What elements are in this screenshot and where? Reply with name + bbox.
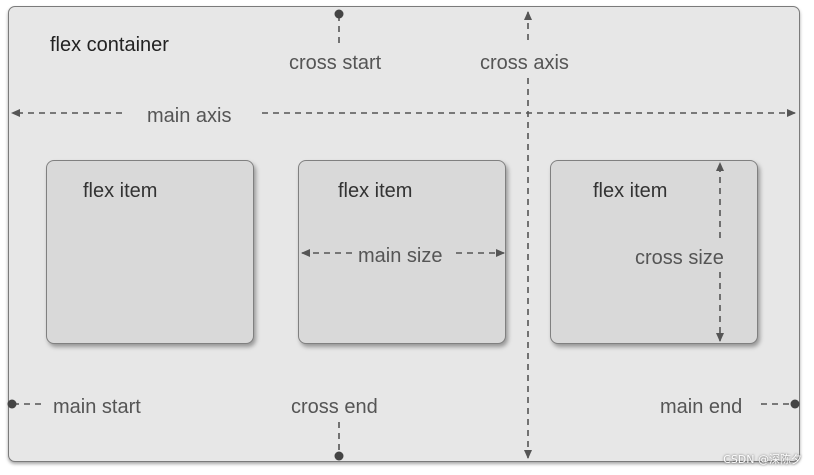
main-start-label: main start: [53, 396, 141, 418]
flex-item-2: flex item main size: [298, 160, 506, 344]
cross-size-label: cross size: [635, 247, 724, 269]
main-size-label: main size: [358, 245, 443, 267]
cross-end-label: cross end: [291, 396, 378, 418]
cross-start-label: cross start: [289, 52, 382, 74]
flex-item-label: flex item: [593, 180, 668, 202]
cross-axis-label: cross axis: [480, 52, 569, 74]
watermark: CSDN @深陈夕: [723, 453, 802, 466]
flex-item-1: flex item: [46, 160, 254, 344]
main-axis-label: main axis: [147, 105, 232, 127]
flex-container-label: flex container: [50, 34, 169, 56]
main-end-label: main end: [660, 396, 743, 418]
flex-item-label: flex item: [83, 180, 158, 202]
flex-item-3: flex item cross size: [550, 160, 758, 344]
flex-item-label: flex item: [338, 180, 413, 202]
